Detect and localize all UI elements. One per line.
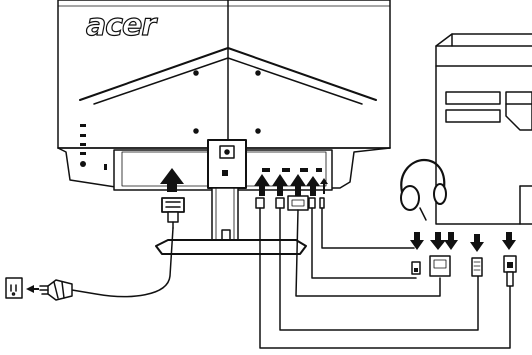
arrow-icon <box>306 176 320 196</box>
power-outlet-icon <box>5 277 23 299</box>
audio-cable <box>321 207 415 249</box>
monitor-stand <box>155 187 307 255</box>
usb-cable <box>279 207 479 331</box>
arrow-icon <box>26 285 39 293</box>
power-connector-icon <box>161 197 185 229</box>
cables <box>259 207 511 349</box>
arrow-icon <box>254 174 270 196</box>
hdmi-connector-icon <box>255 197 265 209</box>
usb-connector-icon <box>471 257 483 277</box>
usb-connector-icon <box>275 197 285 209</box>
power-plug-icon <box>39 279 73 301</box>
power-cable <box>71 227 174 298</box>
control-buttons <box>80 124 107 170</box>
arrow-icon <box>272 174 288 196</box>
port-row <box>222 168 322 176</box>
computer-input-arrows <box>410 232 516 252</box>
monitor-back <box>57 0 391 149</box>
vga-cable <box>295 209 441 297</box>
audio-cable <box>311 207 417 279</box>
arrow-icon <box>430 232 446 250</box>
audio-jack-icon <box>319 197 325 209</box>
arrow-icon <box>290 174 306 196</box>
computer-tower <box>435 33 532 225</box>
brand-logo: acer <box>85 7 156 43</box>
arrow-icon <box>320 178 328 194</box>
arrow-icon <box>444 232 458 250</box>
arrow-icon <box>410 232 424 250</box>
monitor-side-connectors <box>255 195 325 211</box>
arrow-icon <box>502 232 516 250</box>
audio-jack-icon <box>308 197 316 209</box>
hdmi-cable <box>259 207 511 349</box>
computer-side-connectors <box>411 255 517 287</box>
vga-connector-icon <box>287 195 309 211</box>
arrow-icon <box>470 234 484 252</box>
vga-connector-icon <box>429 255 451 277</box>
monitor-input-arrows <box>254 174 328 196</box>
headphones-icon <box>400 158 447 221</box>
power-arrow-icon <box>160 168 184 192</box>
